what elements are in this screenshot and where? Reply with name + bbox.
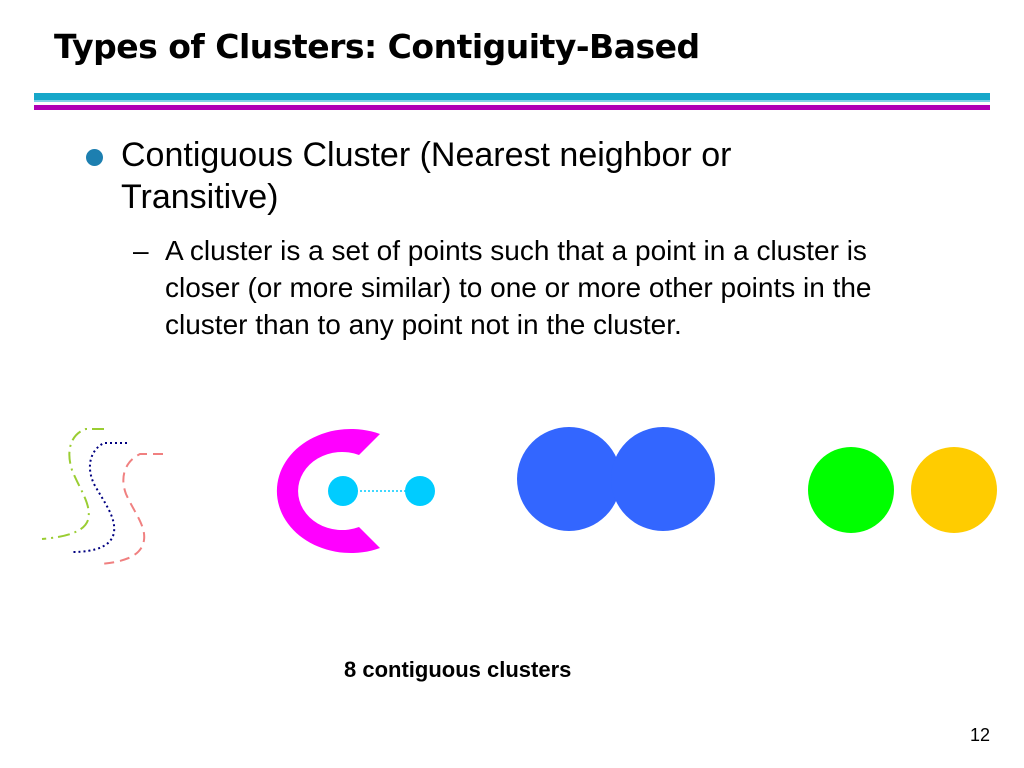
- green-dashdot-curve: [41, 428, 104, 540]
- title-rule-cyan: [34, 93, 990, 100]
- figure-caption: 8 contiguous clusters: [344, 657, 572, 682]
- title-rule-magenta: [34, 105, 990, 110]
- green-circle: [808, 447, 894, 533]
- title-rule-cyan-light: [34, 100, 990, 102]
- navy-dotted-curve: [71, 442, 127, 553]
- magenta-c-shape: [276, 429, 380, 553]
- bullet-text: Contiguous Cluster (Nearest neighbor or …: [121, 136, 732, 216]
- sub-bullet-text: A cluster is a set of points such that a…: [165, 235, 872, 340]
- yellow-circle: [911, 447, 997, 533]
- small-cyan-dot-left: [328, 476, 358, 506]
- salmon-dashed-curve: [99, 453, 163, 565]
- page-number: 12: [969, 725, 990, 745]
- sub-bullet-dash: –: [133, 235, 149, 266]
- slide-title: Types of Clusters: Contiguity-Based: [54, 27, 700, 66]
- blue-circle-right: [611, 427, 715, 531]
- bullet-dot-icon: [86, 149, 103, 166]
- small-cyan-dot-right: [405, 476, 435, 506]
- blue-circle-left: [517, 427, 621, 531]
